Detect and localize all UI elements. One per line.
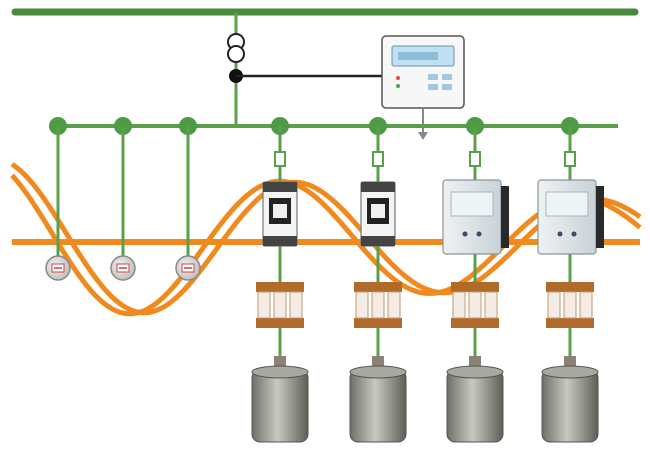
capacitor-icon xyxy=(446,356,504,443)
harmonic-wave-1 xyxy=(10,162,642,316)
controller-output-arrow xyxy=(418,108,428,140)
feeder-7 xyxy=(537,117,604,443)
detuning-reactor-icon xyxy=(546,282,594,328)
feeder-group xyxy=(45,117,604,443)
detuning-reactor-icon xyxy=(354,282,402,328)
capacitor-icon xyxy=(251,356,309,443)
contactor-icon xyxy=(262,181,298,247)
detuning-reactor-icon xyxy=(256,282,304,328)
thyristor-module-icon xyxy=(442,179,509,255)
thyristor-module-icon xyxy=(537,179,604,255)
meter-icon xyxy=(110,255,136,281)
capacitor-icon xyxy=(541,356,599,443)
detuning-reactor-icon xyxy=(451,282,499,328)
fuse-icon xyxy=(564,151,576,167)
feeder-4 xyxy=(251,117,309,443)
feeder-3 xyxy=(175,117,201,281)
feeder-2 xyxy=(110,117,136,281)
contactor-icon xyxy=(360,181,396,247)
harmonic-waves xyxy=(10,162,642,317)
harmonic-wave-2 xyxy=(10,173,642,317)
fuse-icon xyxy=(469,151,481,167)
fuse-icon xyxy=(274,151,286,167)
transformer-icon xyxy=(227,33,245,63)
power-factor-controller-icon xyxy=(381,35,465,109)
feeder-5 xyxy=(349,117,407,443)
meter-icon xyxy=(45,255,71,281)
feeder-1 xyxy=(45,117,71,281)
capacitor-icon xyxy=(349,356,407,443)
feeder-6 xyxy=(442,117,509,443)
meter-icon xyxy=(175,255,201,281)
fuse-icon xyxy=(372,151,384,167)
